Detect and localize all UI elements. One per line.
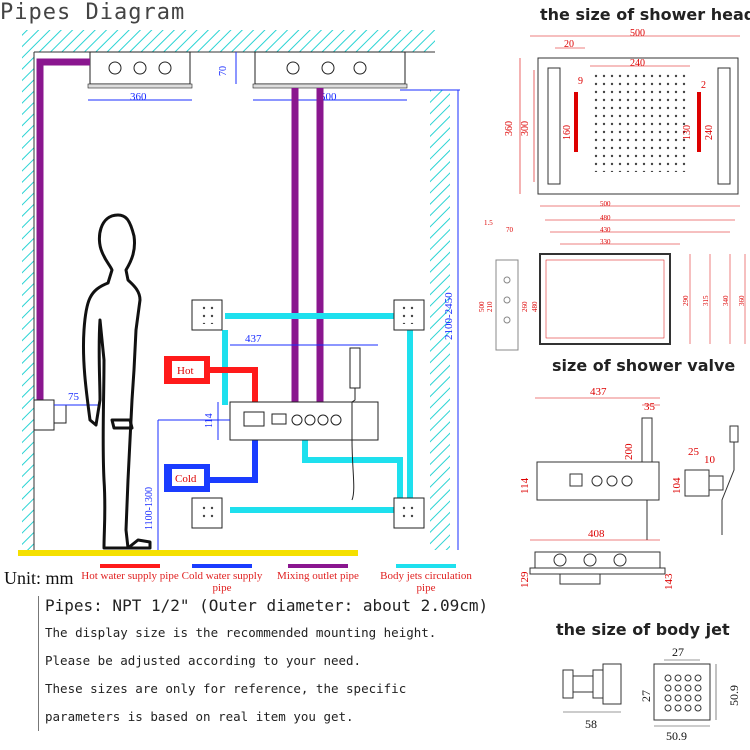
head-dim-9: 9 (578, 76, 583, 87)
valve2-dim-10: 10 (704, 454, 716, 466)
floor-line (18, 550, 358, 556)
valve-dim-70: 70 (506, 226, 514, 234)
head-dim-500: 500 (630, 28, 645, 39)
dim-114: 114 (204, 413, 215, 428)
legend-cold-label: Cold water supply pipe (181, 570, 263, 594)
body-jet-bottom-right (393, 497, 425, 529)
jet-dim-27-v: 27 (639, 690, 653, 702)
dim-75: 75 (68, 391, 80, 403)
valve-dim-315: 315 (702, 295, 710, 306)
valve2-dim-143: 143 (663, 573, 675, 590)
note-line-1: The display size is the recommended moun… (45, 625, 437, 640)
right-wall-hatch (430, 90, 450, 550)
head-dim-240: 240 (630, 58, 645, 69)
valve-dim-210: 210 (486, 301, 494, 312)
cold-pipe (210, 440, 258, 483)
valve2-dim-129: 129 (519, 571, 531, 588)
valve-front-drawing: 437 35 200 114 104 25 10 (519, 386, 739, 540)
human-silhouette (81, 213, 152, 550)
legend-mix-swatch (288, 564, 348, 568)
valve-dim-290: 290 (682, 295, 690, 306)
valve-dim-500: 500 (600, 200, 611, 208)
head-dim-2: 2 (701, 80, 706, 91)
legend-jet-swatch (396, 564, 456, 568)
dim-360: 360 (130, 91, 147, 103)
head-dim-160: 160 (562, 125, 573, 140)
cold-label: Cold (175, 473, 197, 485)
legend-hot-label: Hot water supply pipe (81, 570, 179, 582)
valve-dim-480: 480 (600, 214, 611, 222)
legend-cold: Cold water supply pipe (172, 564, 272, 594)
shower-valve-panel (229, 401, 379, 441)
note-line-4: parameters is based on real item you get… (45, 709, 354, 724)
dim-437: 437 (245, 333, 262, 345)
head-dim-20: 20 (564, 39, 574, 50)
valve2-dim-114: 114 (519, 477, 531, 494)
body-jet-drawing: 58 27 27 50.9 50.9 (562, 645, 741, 743)
valve-dim-330: 330 (600, 238, 611, 246)
legend-mix-label: Mixing outlet pipe (277, 570, 359, 582)
shower-head-box-right (252, 51, 408, 89)
pipes-spec: Pipes: NPT 1/2" (Outer diameter: about 2… (45, 596, 489, 615)
note-line-2: Please be adjusted according to your nee… (45, 653, 362, 668)
left-wall-hatch (22, 52, 34, 552)
valve2-dim-25: 25 (688, 446, 700, 458)
legend-hot-swatch (100, 564, 160, 568)
ceiling-hatch (22, 30, 435, 52)
dim-2100-2450: 2100-2450 (443, 292, 455, 340)
valve-dim-1-5: 1.5 (484, 219, 493, 227)
valve-dim-260: 260 (521, 301, 529, 312)
jet-dim-58: 58 (585, 717, 597, 731)
valve-dim-500-v: 500 (478, 301, 486, 312)
dim-1100-1300: 1100-1300 (144, 487, 155, 530)
unit-label: Unit: mm (4, 568, 74, 588)
head-dim-130: 130 (682, 125, 693, 140)
legend-jet: Body jets circulation pipe (376, 564, 476, 594)
valve-dim-340: 340 (722, 295, 730, 306)
note-line-3: These sizes are only for reference, the … (45, 681, 407, 696)
head-dim-360: 360 (504, 121, 515, 136)
valve2-dim-408: 408 (588, 528, 605, 540)
valve-dim-480-v: 480 (531, 301, 539, 312)
body-jet-bottom-left (191, 497, 223, 529)
shower-head-box-left (87, 51, 193, 89)
valve2-dim-104: 104 (671, 477, 683, 494)
valve2-dim-437: 437 (590, 386, 607, 398)
legend-jet-label: Body jets circulation pipe (380, 570, 472, 594)
valve2-dim-35: 35 (644, 401, 656, 413)
valve-dim-360: 360 (738, 295, 746, 306)
valve-dim-430: 430 (600, 226, 611, 234)
mixing-pipe-left (36, 58, 90, 415)
jet-dim-50-9-v: 50.9 (727, 685, 741, 706)
jet-dim-27: 27 (672, 645, 684, 659)
hand-shower (349, 347, 361, 501)
legend-cold-swatch (192, 564, 252, 568)
valve-top-drawing: 408 129 143 (519, 528, 675, 590)
hot-pipe (210, 367, 258, 408)
valve2-dim-200: 200 (623, 443, 635, 460)
head-dim-240-v: 240 (704, 125, 715, 140)
body-jet-top-right (393, 299, 425, 331)
hot-label: Hot (177, 365, 194, 377)
head-dim-300: 300 (520, 121, 531, 136)
legend-mix: Mixing outlet pipe (268, 564, 368, 582)
shower-head-drawing: 500 20 240 360 300 160 130 240 9 2 (504, 28, 740, 195)
dim-500: 500 (320, 91, 337, 103)
wall-outlet (33, 399, 55, 431)
page-title: Pipes Diagram (0, 0, 186, 25)
notes-block: Pipes: NPT 1/2" (Outer diameter: about 2… (38, 596, 545, 731)
shower-valve-drawing: 500 480 430 330 1.5 70 290 315 340 360 2… (478, 200, 746, 351)
body-jet-top-left (191, 299, 223, 331)
jet-dim-50-9: 50.9 (666, 729, 687, 743)
body-jet-title: the size of body jet (556, 620, 730, 639)
shower-valve-title: size of shower valve (552, 356, 736, 375)
shower-head-title: the size of shower head (540, 5, 750, 24)
dim-70: 70 (218, 66, 229, 76)
legend-hot: Hot water supply pipe (80, 564, 180, 582)
